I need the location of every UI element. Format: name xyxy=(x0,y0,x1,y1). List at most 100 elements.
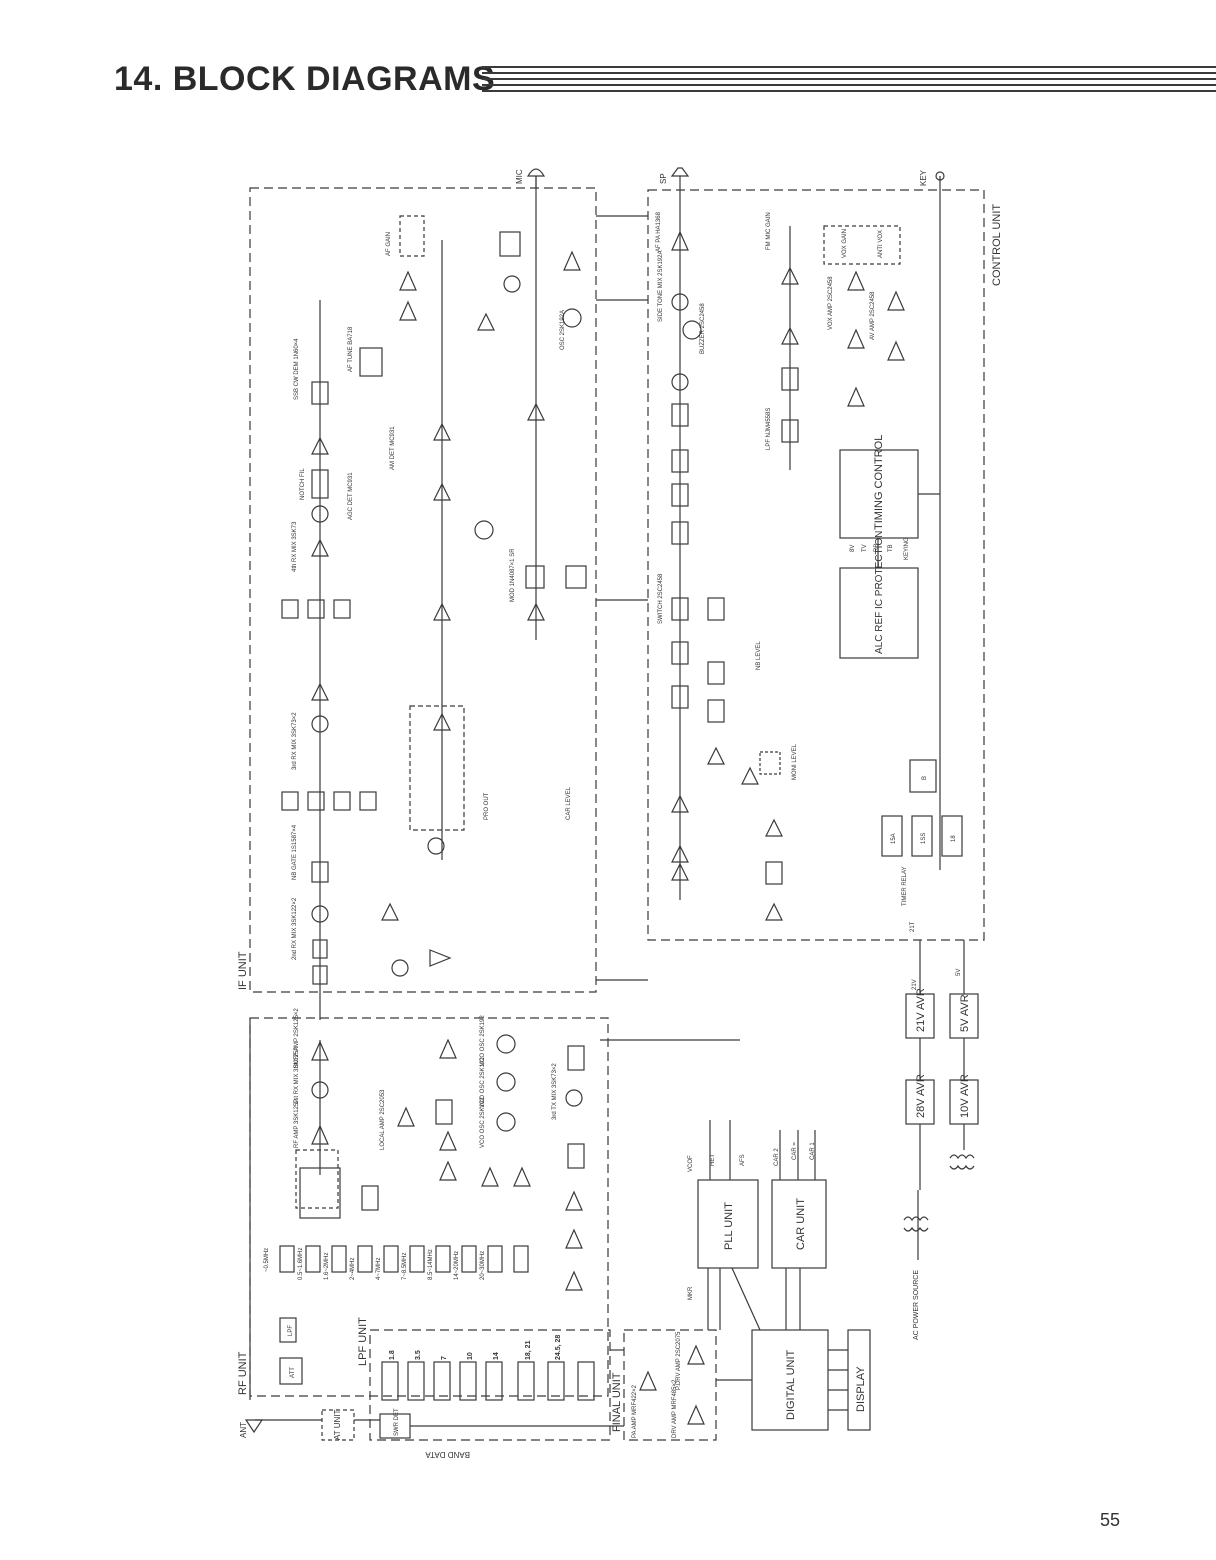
buff-amp-q58 xyxy=(766,904,782,920)
mixer-mpu xyxy=(362,1186,378,1210)
label-ctl-lpf: LPF NJM4558S xyxy=(766,408,772,450)
label-sidetone: SIDE TONE MIX 2SK192A xyxy=(658,251,664,322)
av-amp-q10 xyxy=(888,292,904,310)
switch-q21 xyxy=(708,598,724,620)
buff-amp-q22 xyxy=(514,1168,530,1186)
pll-sig-5: CAR 1 xyxy=(810,1142,816,1160)
timing-out-4: KEYING xyxy=(904,537,910,560)
filter-cw-1 xyxy=(334,600,350,618)
moni-level-box xyxy=(760,752,780,774)
lpf-unit-label: LPF UNIT xyxy=(357,1317,369,1366)
filter-cw-2 xyxy=(334,792,350,810)
bpf-local xyxy=(436,1100,452,1124)
bpf-bank-5 xyxy=(410,1246,424,1272)
display-label: DISPLAY xyxy=(855,1366,867,1412)
ixet-block xyxy=(708,700,724,722)
pll-sig-2: AFS xyxy=(740,1154,746,1166)
lpf-filter-8 xyxy=(578,1362,594,1400)
av-amp-q11 xyxy=(888,342,904,360)
bpf-bank-3 xyxy=(358,1246,372,1272)
label-switch: SWITCH 2SC2458 xyxy=(658,573,664,624)
label-mix2: 2nd RX MIX 3SK122×2 xyxy=(292,897,298,960)
control-unit-label: CONTROL UNIT xyxy=(991,204,1003,286)
relay-out-2: 18 xyxy=(951,835,957,842)
antenna-icon xyxy=(246,1420,262,1432)
digital-unit-label: DIGITAL UNIT xyxy=(785,1349,797,1420)
rf-band-1: 0.5~1.6MHz xyxy=(298,1247,304,1280)
moni-det-ic16 xyxy=(766,862,782,884)
rf-band-7: 14~20MHz xyxy=(454,1251,460,1280)
lpf-band-5: 18, 21 xyxy=(525,1340,532,1360)
q16-amp xyxy=(708,748,724,764)
label-af-gain: AF GAIN xyxy=(386,232,392,256)
bpf-bank-7 xyxy=(462,1246,476,1272)
lpf-filter-1 xyxy=(382,1362,398,1400)
filter-fm-2 xyxy=(360,792,376,810)
label-anti-vox: ANTI VOX xyxy=(878,230,884,258)
lpf-band-3: 10 xyxy=(467,1352,474,1360)
ic2-block xyxy=(360,348,382,376)
timing-out-3: TB xyxy=(888,544,894,552)
pll-sig-1: HET xyxy=(710,1154,716,1166)
label-ssb-demod: SSB CW DEM 1N60×4 xyxy=(294,338,300,400)
label-am-det: AM DET MC931 xyxy=(390,426,396,470)
mix-q34 xyxy=(504,276,520,292)
buzzer-osc xyxy=(683,321,701,339)
moni-af-amp xyxy=(766,820,782,836)
label-agc-det: AGC DET MC931 xyxy=(348,472,354,520)
label-buzzer: BUZZER 2SC2458 xyxy=(700,303,706,354)
filter-ssb-1 xyxy=(308,600,324,618)
mic-icon xyxy=(528,169,544,176)
relay-b-label: B xyxy=(922,776,928,780)
lpf-filter-3 xyxy=(434,1362,450,1400)
label-buff: BUFF AMP 2SK125×2 xyxy=(294,1008,300,1068)
buff-amp-q20 xyxy=(440,1132,456,1150)
label-pa: PA AMP MRF422×2 xyxy=(632,1384,638,1438)
final-unit-label: FINAL UNIT xyxy=(611,1372,623,1432)
mixer-3rd-tx xyxy=(566,1090,582,1106)
timing-out-2: RB xyxy=(874,544,880,552)
lpf-band-2: 7 xyxy=(441,1356,448,1360)
bpf-tx-2 xyxy=(568,1144,584,1168)
bpf-tx-1 xyxy=(568,1046,584,1070)
control-unit-boundary xyxy=(648,190,984,940)
label-swr: SWR DET xyxy=(394,1408,400,1436)
rail-2: 21T xyxy=(910,921,916,932)
label-vox-amp: VOX AMP 2SC2458 xyxy=(828,276,834,330)
lpf-unit-boundary xyxy=(370,1330,610,1440)
pdrv-amp-q1 xyxy=(688,1346,704,1364)
bpf-bank-9 xyxy=(514,1246,528,1272)
label-mod: MOD 1N4087×1 SR xyxy=(510,548,516,602)
if-unit-boundary xyxy=(250,188,596,992)
speaker-icon xyxy=(672,168,688,176)
bpf-mic xyxy=(500,232,520,256)
pll-unit-label: PLL UNIT xyxy=(723,1202,735,1250)
bpf-bank-4 xyxy=(384,1246,398,1272)
amp-q3 xyxy=(566,1192,582,1210)
buff-amp-q19 xyxy=(440,1040,456,1058)
key-label: KEY xyxy=(919,169,928,186)
label-vox-gain: VOX GAIN xyxy=(842,229,848,258)
q13-15-block xyxy=(300,1168,340,1218)
amp-switch-q35 xyxy=(566,566,586,588)
rail-1: 5V xyxy=(956,969,962,976)
label-nb-gate: NB GATE 1S1587×4 xyxy=(292,824,298,880)
lpf-band-6: 24.5, 28 xyxy=(555,1335,562,1360)
label-rf-lpf: LPF xyxy=(288,1325,294,1336)
label-pdrv: P.DRV AMP 2SC2075 xyxy=(676,1331,682,1390)
buff-amp-q21 xyxy=(482,1168,498,1186)
amp-q49 xyxy=(382,904,398,920)
ac-source-label: AC POWER SOURCE xyxy=(913,1270,920,1340)
lpf-filter-7 xyxy=(548,1362,564,1400)
avr5-label: 5V AVR xyxy=(959,994,971,1032)
rf-band-0: ~0.5MHz xyxy=(264,1248,270,1272)
cw-pitch-osc xyxy=(475,521,493,539)
pll-sig-3: CAR 2 xyxy=(774,1148,780,1166)
relay-out-1: 1SS xyxy=(921,833,927,844)
sp-label: SP xyxy=(659,173,668,184)
rf-unit-label: RF UNIT xyxy=(237,1351,249,1395)
buff-amp-q31 xyxy=(478,314,494,330)
vco-q18 xyxy=(497,1035,515,1053)
timing-out-1: TV xyxy=(862,544,868,552)
